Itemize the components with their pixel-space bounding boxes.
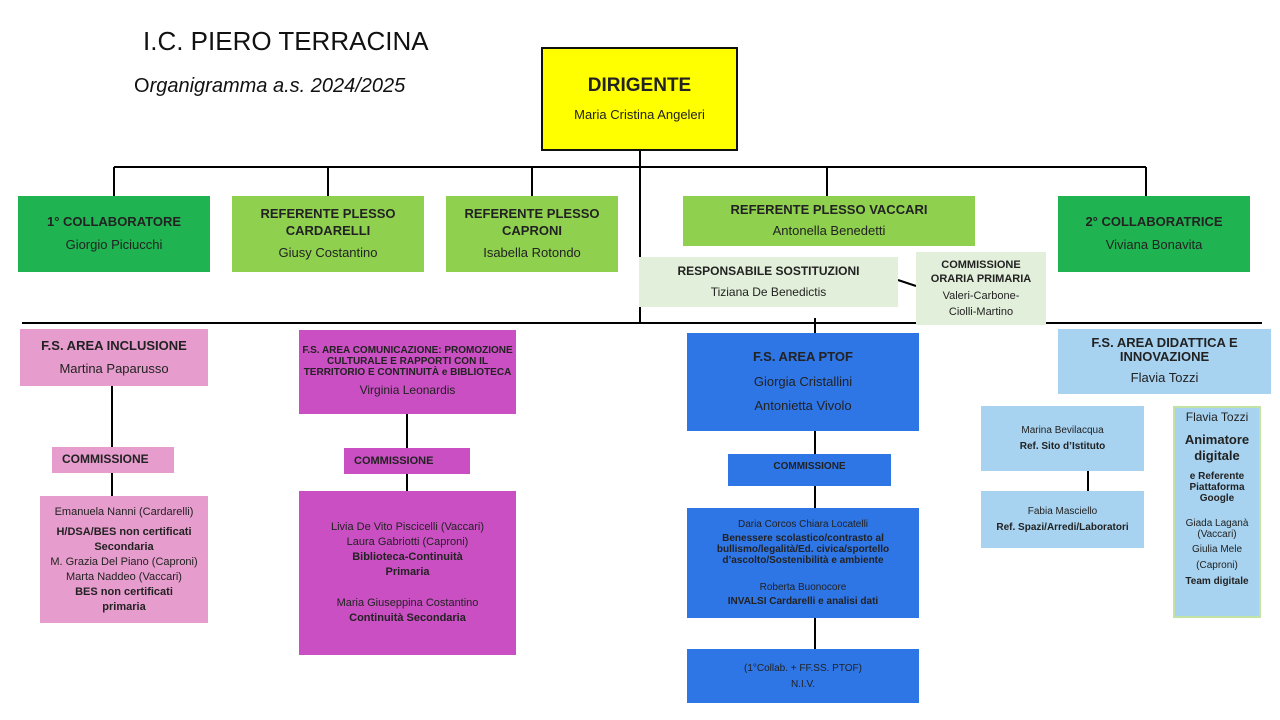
referente-caproni-box: REFERENTE PLESSO CAPRONI Isabella Rotond…	[446, 196, 618, 272]
fs-ptof-title: F.S. AREA PTOF	[753, 349, 853, 365]
responsabile-sostituzioni-role: RESPONSABILE SOSTITUZIONI	[677, 263, 860, 278]
primo-collaboratore-box: 1° COLLABORATORE Giorgio Piciucchi	[18, 196, 210, 272]
fs-inclusione-box: F.S. AREA INCLUSIONE Martina Paparusso	[20, 329, 208, 386]
niv-box: (1°Collab. + FF.SS. PTOF) N.I.V.	[687, 649, 919, 703]
referente-caproni-name: Isabella Rotondo	[483, 245, 581, 261]
team-member: (Vaccari)	[1197, 529, 1237, 541]
referente-sito-name: Marina Bevilacqua	[1021, 425, 1104, 436]
fs-comunicazione-title-3: TERRITORIO E CONTINUITÀ e BIBLIOTECA	[303, 367, 512, 379]
referente-spazi-name: Fabia Masciello	[1027, 506, 1098, 517]
fs-inclusione-name: Martina Paparusso	[59, 360, 169, 376]
commissione-inclusione-members: Emanuela Nanni (Cardarelli) H/DSA/BES no…	[40, 496, 208, 623]
fs-comunicazione-title-1: F.S. AREA COMUNICAZIONE: PROMOZIONE	[302, 345, 513, 357]
fs-didattica-box: F.S. AREA DIDATTICA E INNOVAZIONE Flavia…	[1058, 329, 1271, 394]
fs-ptof-name-1: Giorgia Cristallini	[753, 374, 853, 390]
referente-caproni-role: REFERENTE PLESSO CAPRONI	[464, 205, 600, 238]
responsabile-sostituzioni-name: Tiziana De Benedictis	[710, 284, 827, 299]
org-chart-subtitle: Organigramma a.s. 2024/2025	[134, 75, 405, 98]
niv-label: N.I.V.	[790, 678, 816, 690]
member-line: M. Grazia Del Piano (Caproni)	[50, 556, 198, 569]
benessere-line: d’ascolto/Sostenibilità e ambiente	[722, 555, 884, 566]
referente-vaccari-role: REFERENTE PLESSO VACCARI	[730, 202, 928, 218]
member-line: H/DSA/BES non certificati	[56, 526, 192, 539]
member-line: Daria Corcos Chiara Locatelli	[737, 519, 869, 530]
fs-comunicazione-title-2: CULTURALE E RAPPORTI CON IL	[327, 356, 488, 368]
referente-cardarelli-box: REFERENTE PLESSO CARDARELLI Giusy Costan…	[232, 196, 424, 272]
member-line: Secondaria	[94, 541, 154, 554]
animatore-ref-2: Piattaforma	[1189, 482, 1245, 494]
seconda-collaboratrice-name: Viviana Bonavita	[1105, 237, 1203, 252]
responsabile-sostituzioni-box: RESPONSABILE SOSTITUZIONI Tiziana De Ben…	[639, 257, 898, 307]
seconda-collaboratrice-box: 2° COLLABORATRICE Viviana Bonavita	[1058, 196, 1250, 272]
commissione-comunicazione-members: Livia De Vito Piscicelli (Vaccari) Laura…	[299, 491, 516, 655]
member-line: BES non certificati	[75, 585, 173, 598]
school-title: I.C. PIERO TERRACINA	[143, 26, 429, 56]
fs-didattica-title-2: INNOVAZIONE	[1119, 349, 1210, 365]
member-line: Biblioteca-Continuità	[352, 551, 463, 564]
referente-sito-box: Marina Bevilacqua Ref. Sito d’Istituto	[981, 406, 1144, 471]
subtitle-rest: rganigramma a.s. 2024/2025	[149, 75, 406, 97]
animatore-role-2: digitale	[1194, 448, 1240, 464]
primo-collaboratore-role: 1° COLLABORATORE	[47, 214, 181, 230]
commissione-oraria-line4: Ciolli-Martino	[948, 305, 1014, 318]
animatore-ref-3: Google	[1199, 493, 1235, 505]
commissione-ptof-text: COMMISSIONE	[773, 461, 846, 472]
benessere-line: bullismo/legalità/Ed. civica/sportello	[716, 544, 890, 555]
referente-vaccari-name: Antonella Benedetti	[772, 223, 886, 238]
commissione-oraria-line3: Valeri-Carbone-	[942, 289, 1020, 302]
commissione-comunicazione-text: COMMISSIONE	[354, 454, 434, 467]
fs-inclusione-title: F.S. AREA INCLUSIONE	[41, 337, 187, 353]
dirigente-name: Maria Cristina Angeleri	[574, 106, 705, 122]
referente-spazi-role: Ref. Spazi/Arredi/Laboratori	[996, 522, 1129, 533]
member-line: primaria	[102, 600, 146, 613]
referente-vaccari-box: REFERENTE PLESSO VACCARI Antonella Bened…	[683, 196, 975, 246]
member-line: Marta Naddeo (Vaccari)	[66, 570, 182, 583]
member-line: Maria Giuseppina Costantino	[336, 596, 479, 609]
fs-didattica-name: Flavia Tozzi	[1130, 370, 1199, 386]
team-member: (Caproni)	[1196, 560, 1238, 572]
subtitle-initial: O	[134, 75, 150, 97]
fs-didattica-title-1: F.S. AREA DIDATTICA E	[1091, 334, 1238, 350]
fs-comunicazione-box: F.S. AREA COMUNICAZIONE: PROMOZIONE CULT…	[299, 330, 516, 414]
member-line: Continuità Secondaria	[349, 611, 466, 624]
niv-composition: (1°Collab. + FF.SS. PTOF)	[743, 662, 862, 674]
animatore-name: Flavia Tozzi	[1185, 410, 1249, 424]
member-line: Primaria	[385, 566, 430, 578]
commissione-inclusione-text: COMMISSIONE	[62, 452, 149, 467]
member-line: Livia De Vito Piscicelli (Vaccari)	[330, 521, 485, 534]
commissione-inclusione-label: COMMISSIONE	[52, 447, 174, 473]
commissione-oraria-line2: ORARIA PRIMARIA	[930, 273, 1032, 286]
member-line: Emanuela Nanni (Cardarelli)	[54, 505, 194, 518]
animatore-role-1: Animatore	[1184, 431, 1250, 447]
benessere-line: Benessere scolastico/contrasto al	[722, 533, 884, 544]
fs-ptof-box: F.S. AREA PTOF Giorgia Cristallini Anton…	[687, 333, 919, 431]
animatore-ref-1: e Referente	[1189, 471, 1245, 483]
team-digitale-label: Team digitale	[1185, 576, 1249, 588]
fs-comunicazione-name: Virginia Leonardis	[359, 383, 456, 398]
member-line: Laura Gabriotti (Caproni)	[346, 536, 469, 549]
primo-collaboratore-name: Giorgio Piciucchi	[65, 237, 163, 252]
referente-cardarelli-name: Giusy Costantino	[278, 245, 378, 261]
fs-ptof-name-2: Antonietta Vivolo	[754, 397, 852, 413]
commissione-oraria-box: COMMISSIONE ORARIA PRIMARIA Valeri-Carbo…	[916, 252, 1046, 325]
commissione-ptof-members: Daria Corcos Chiara Locatelli Benessere …	[687, 508, 919, 618]
invalsi-line: INVALSI Cardarelli e analisi dati	[727, 596, 879, 607]
animatore-digitale-box: Flavia Tozzi Animatore digitale e Refere…	[1173, 406, 1261, 618]
dirigente-role: DIRIGENTE	[587, 75, 692, 97]
commissione-oraria-line1: COMMISSIONE	[941, 258, 1021, 271]
referente-cardarelli-role: REFERENTE PLESSO CARDARELLI	[260, 205, 396, 238]
referente-sito-role: Ref. Sito d’Istituto	[1019, 441, 1106, 452]
team-member: Giulia Mele	[1191, 544, 1243, 556]
team-member: Giada Laganà	[1185, 518, 1249, 530]
commissione-ptof-label: COMMISSIONE	[728, 454, 891, 486]
dirigente-box: DIRIGENTE Maria Cristina Angeleri	[541, 47, 738, 151]
commissione-comunicazione-label: COMMISSIONE	[344, 448, 470, 474]
member-line: Roberta Buonocore	[759, 582, 847, 593]
seconda-collaboratrice-role: 2° COLLABORATRICE	[1085, 214, 1223, 230]
referente-spazi-box: Fabia Masciello Ref. Spazi/Arredi/Labora…	[981, 491, 1144, 548]
